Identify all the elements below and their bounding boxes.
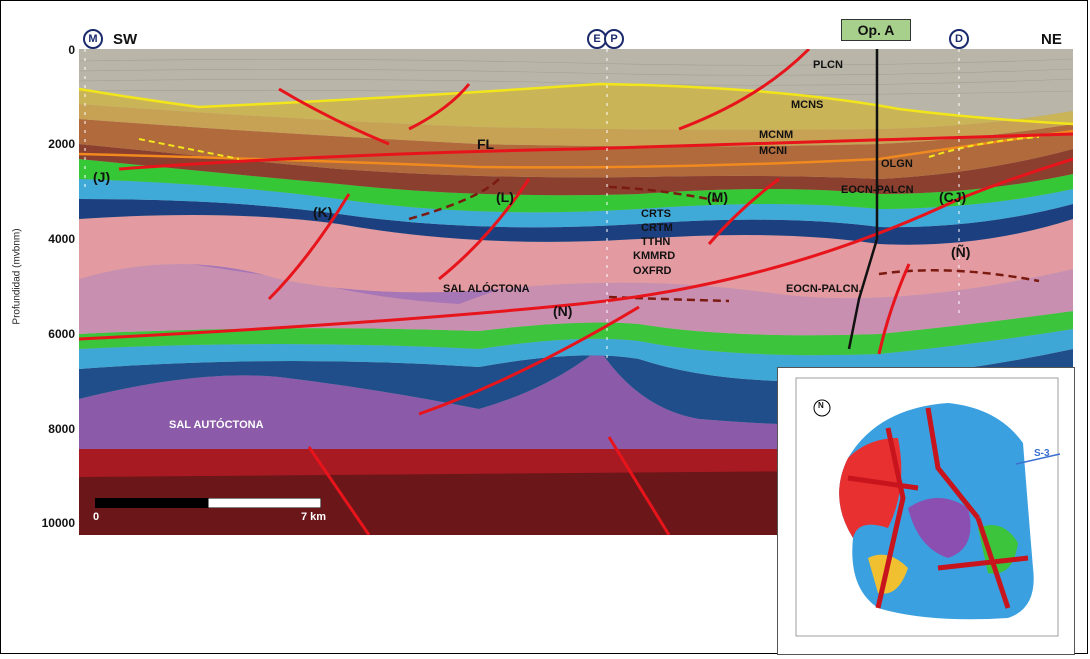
formation-eocn-palcn-deep: EOCN-PALCN.: [786, 283, 862, 295]
inset-north-label: N: [818, 401, 824, 410]
yellow-dashed-1: [138, 138, 240, 160]
scale-start: 0: [93, 511, 100, 523]
s3-line: [1015, 453, 1061, 465]
scale-end: 7 km: [301, 511, 327, 523]
autochthonous-salt: [79, 349, 1073, 449]
fault-k: [267, 193, 351, 301]
main-detachment-fault: [79, 157, 1073, 341]
fault-upper-3: [678, 49, 811, 131]
map-red-zone: [839, 438, 902, 538]
inset-map-graphic: [795, 377, 1061, 637]
fl-fault: [118, 132, 1073, 171]
formation-oxfrd: OXFRD: [633, 265, 672, 277]
north-arrow-icon: [813, 399, 831, 417]
fault-label-n-tilde: (Ñ): [951, 244, 971, 260]
depth-tick-2000: 2000: [48, 137, 75, 151]
salt-allochthonous-label: SAL ALÓCTONA: [443, 283, 530, 295]
fault-l: [438, 178, 531, 281]
mcns-layer: [79, 84, 1073, 130]
fault-label-j: (J): [93, 169, 111, 185]
mcni-layer: [79, 104, 1073, 147]
map-purple-zone: [908, 498, 971, 558]
tthn-layer: [79, 179, 1073, 228]
formation-plcn: PLCN: [813, 59, 843, 71]
fault-n: [418, 305, 640, 416]
fault-label-cj: (CJ): [939, 189, 967, 205]
well-marker-d: D: [949, 29, 969, 49]
depth-tick-6000: 6000: [48, 327, 75, 341]
formation-mcnm: MCNM: [759, 129, 794, 141]
dashed-horizon-1: [408, 178, 500, 221]
depth-tick-4000: 4000: [48, 232, 75, 246]
map-faults: [847, 407, 1029, 609]
formation-kmmrd: KMMRD: [633, 250, 676, 262]
oxfrd-layer: [79, 215, 1073, 299]
op-a-well-path: [847, 49, 879, 350]
inset-structure-map: S-3 N: [777, 367, 1075, 655]
eocn-palcn-layer: [79, 144, 1073, 196]
mcns-top-horizon: [79, 82, 1073, 126]
depth-tick-0: 0: [68, 43, 75, 57]
fault-label-m: (M): [707, 189, 728, 205]
scale-bar: [95, 498, 321, 508]
yellow-dashed-2: [928, 136, 1040, 158]
dashed-horizon-2: [608, 185, 720, 203]
fault-lines: [79, 49, 1073, 535]
well-marker-p: P: [604, 29, 624, 49]
deep-green-layer: [79, 311, 1073, 356]
fault-upper-1: [278, 87, 390, 146]
fault-m: [707, 177, 780, 245]
formation-mcns: MCNS: [791, 99, 824, 111]
well-marker-m: M: [83, 29, 103, 49]
direction-sw: SW: [113, 31, 138, 48]
fault-upper-2: [408, 83, 471, 131]
crtm-layer: [79, 159, 1073, 213]
basement-fault-1: [307, 446, 371, 535]
kmmrd-layer: [79, 199, 1073, 245]
fault-label-l: (L): [496, 189, 514, 205]
fault-n-tilde: [877, 263, 911, 355]
fault-label-n: (N): [553, 303, 573, 319]
formation-eocn-palcn: EOCN-PALCN: [841, 184, 914, 196]
formation-tthn: TTHN: [641, 236, 671, 248]
fault-label-k: (K): [313, 204, 333, 220]
formation-olgn: OLGN: [881, 158, 913, 170]
allochthonous-salt: [79, 264, 1073, 336]
inset-s3-label: S-3: [1034, 448, 1050, 459]
dashed-horizon-4: [878, 269, 1040, 283]
formation-crtm: CRTM: [641, 222, 673, 234]
fault-label-fl: FL: [477, 136, 495, 152]
depth-tick-8000: 8000: [48, 422, 75, 436]
depth-tick-10000: 10000: [41, 516, 75, 530]
salt-autochthonous-label: SAL AUTÓCTONA: [169, 419, 264, 431]
direction-ne: NE: [1041, 31, 1062, 48]
formation-crts: CRTS: [641, 208, 671, 220]
formation-mcni: MCNI: [759, 145, 788, 157]
dashed-horizon-3: [608, 295, 730, 303]
depth-axis-label: Profundidad (mvbnm): [11, 228, 23, 325]
operator-a-label: Op. A: [841, 19, 911, 41]
basement-fault-2: [607, 436, 671, 535]
